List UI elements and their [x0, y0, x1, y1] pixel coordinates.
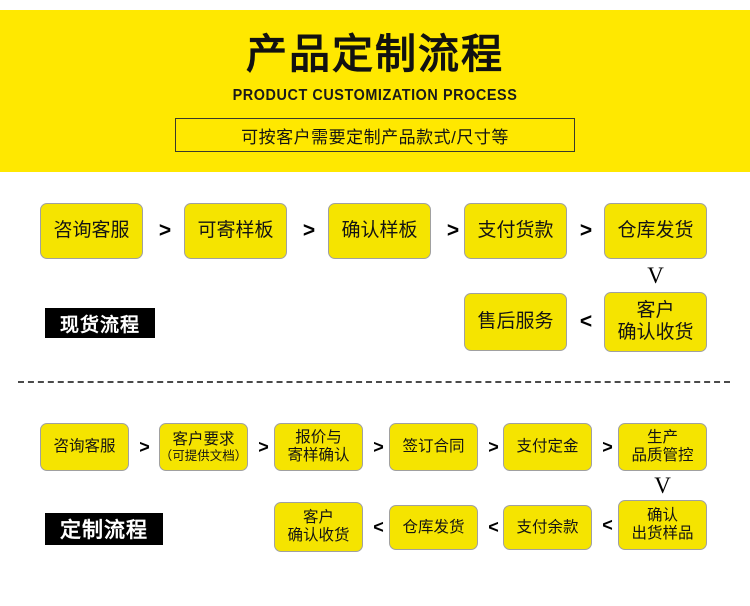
node-s1r1-n1: 咨询客服 [40, 203, 143, 259]
node-s2r1-n3: 报价与 寄样确认 [274, 423, 363, 471]
node-s2r1-n6: 生产 品质管控 [618, 423, 707, 471]
node-s1r2-n1: 售后服务 [464, 293, 567, 351]
connector-s2r2-c3: < [602, 514, 613, 535]
connector-s2r2-c2: < [488, 517, 499, 537]
connector-s2r1-c3: > [373, 436, 384, 457]
header-banner: 产品定制流程 PRODUCT CUSTOMIZATION PROCESS 可按客… [0, 10, 750, 172]
connector-s1-vertical: V [647, 263, 664, 288]
node-s2r1-n1: 咨询客服 [40, 423, 129, 471]
node-s1r1-n3: 确认样板 [328, 203, 431, 259]
node-s2r2-n4: 确认 出货样品 [618, 500, 707, 550]
connector-s1r1-c2: > [302, 219, 316, 242]
node-s2r2-n2: 仓库发货 [389, 505, 478, 550]
section-tag-custom-process: 定制流程 [45, 513, 163, 545]
connector-s2r1-c1: > [139, 436, 150, 457]
connector-s2r1-c5: > [602, 436, 613, 457]
node-s1r1-n2: 可寄样板 [184, 203, 287, 259]
connector-s2-vertical: V [654, 473, 671, 498]
node-s2r1-n2: 客户要求 （可提供文档） [159, 423, 248, 471]
node-s2r1-n4: 签订合同 [389, 423, 478, 471]
header-note-box: 可按客户需要定制产品款式/尺寸等 [175, 118, 575, 152]
connector-s2r1-c4: > [488, 436, 499, 457]
node-s1r2-n2: 客户 确认收货 [604, 292, 707, 352]
page-subtitle-english: PRODUCT CUSTOMIZATION PROCESS [232, 87, 518, 104]
page-title: 产品定制流程 [246, 31, 504, 77]
connector-s2r1-c2: > [258, 436, 269, 457]
node-s2r1-n5: 支付定金 [503, 423, 592, 471]
connector-s1r1-c3: > [446, 219, 460, 242]
connector-s1r1-c1: > [158, 219, 172, 242]
node-s1r1-n4: 支付货款 [464, 203, 567, 259]
section-divider [18, 381, 730, 383]
node-s2r2-n3: 支付余款 [503, 505, 592, 550]
node-s2r2-n1: 客户 确认收货 [274, 502, 363, 552]
node-s1r1-n5: 仓库发货 [604, 203, 707, 259]
header-note-text: 可按客户需要定制产品款式/尺寸等 [241, 127, 509, 147]
section-tag-stock-process: 现货流程 [45, 308, 155, 338]
connector-s2r2-c1: < [373, 517, 384, 537]
connector-s1r2-c1: < [579, 310, 593, 333]
connector-s1r1-c4: > [579, 219, 593, 242]
